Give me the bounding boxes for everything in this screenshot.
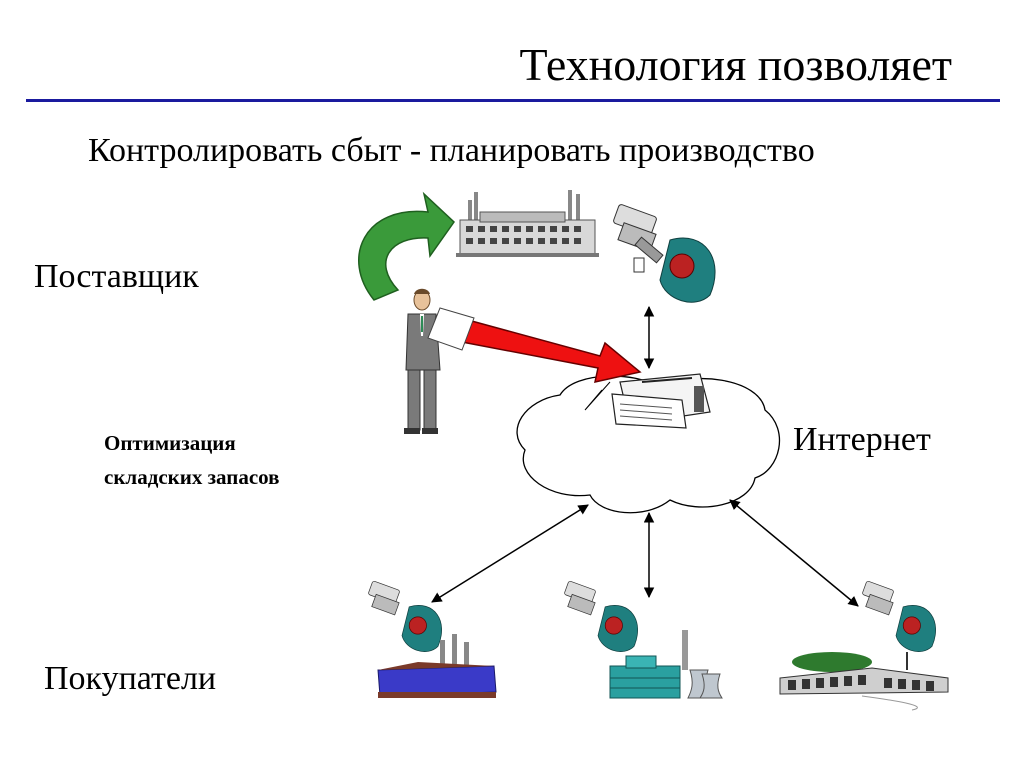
optimization-label: Оптимизация складских запасов xyxy=(104,426,280,494)
newspaper-icon xyxy=(611,373,711,429)
buyers-label: Покупатели xyxy=(44,660,217,697)
computer-operator-icon xyxy=(862,580,936,652)
internet-label: Интернет xyxy=(793,421,931,458)
computer-operator-icon xyxy=(368,580,442,652)
factory-icon xyxy=(377,634,497,698)
factory-icon xyxy=(456,190,599,257)
slide-title: Технология позволяет xyxy=(519,39,953,90)
connector-internet-buyer-3 xyxy=(729,499,859,607)
computer-operator-icon xyxy=(564,580,638,652)
connector-internet-buyer-1 xyxy=(431,504,589,603)
supplier-label: Поставщик xyxy=(34,258,199,295)
cycle-arrow-icon xyxy=(358,191,455,301)
flow-arrow-icon xyxy=(461,319,642,383)
optimization-line-1: Оптимизация xyxy=(104,431,236,455)
optimization-line-2: складских запасов xyxy=(104,465,280,489)
computer-operator-icon xyxy=(613,204,716,303)
title-rule xyxy=(26,99,1000,102)
slide-subtitle: Контролировать сбыт - планировать произв… xyxy=(88,132,815,169)
power-plant-icon xyxy=(609,630,723,699)
office-building-icon xyxy=(779,652,949,711)
businessman-icon xyxy=(404,288,475,434)
